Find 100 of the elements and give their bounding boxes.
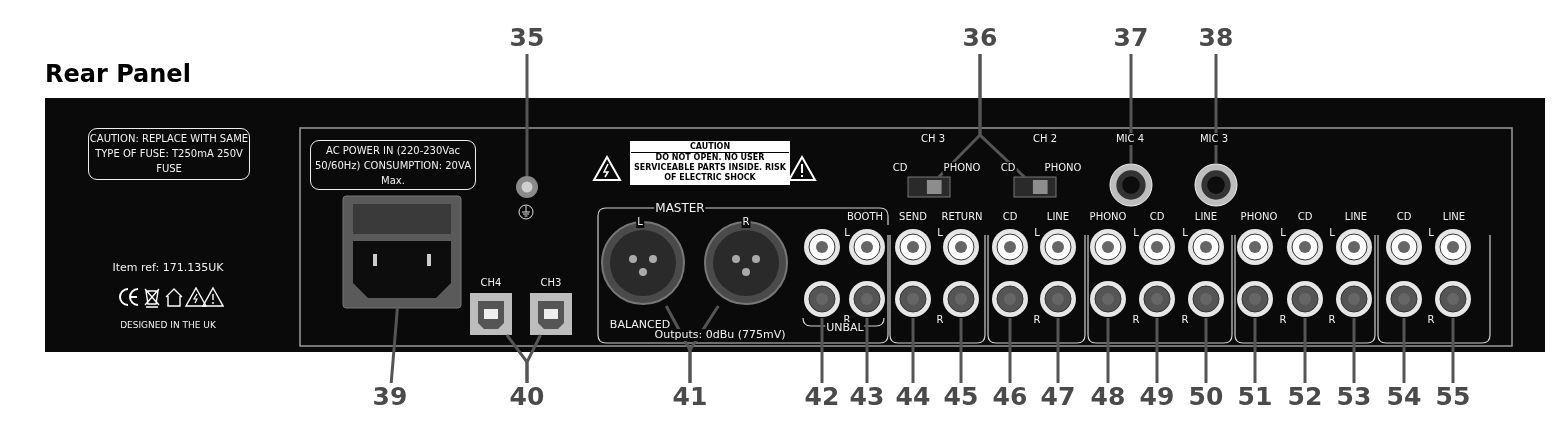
panel-label: CH3 [539, 277, 563, 289]
leader-line [911, 318, 915, 383]
panel-label: Outputs: 0dBu (775mV) [653, 329, 787, 341]
callout-number: 53 [1332, 383, 1376, 413]
callout-number: 43 [845, 383, 889, 413]
callout-number: 51 [1233, 383, 1277, 413]
panel-label: R [1426, 314, 1436, 326]
leader-line [1106, 318, 1110, 383]
callout-number: 49 [1135, 383, 1179, 413]
callout-number: 52 [1283, 383, 1327, 413]
leader-line [1214, 54, 1218, 163]
panel-label: R [1327, 314, 1337, 326]
rca-jack-pair [1039, 228, 1077, 318]
panel-title: Rear Panel [45, 60, 191, 88]
leader-line [389, 307, 399, 384]
leader-line [820, 318, 824, 383]
rca-jack-pair [1385, 228, 1423, 318]
panel-label: L [1427, 227, 1435, 239]
panel-label: CH4 [479, 277, 503, 289]
panel-label: PHONO [1239, 211, 1279, 223]
leader-line [525, 54, 529, 176]
panel-label: L [936, 227, 944, 239]
callout-number: 35 [505, 24, 549, 54]
panel-label: R [935, 314, 945, 326]
rca-jack-pair [991, 228, 1029, 318]
slide-switch [908, 177, 950, 197]
callout-number: 39 [368, 383, 412, 413]
rca-jack-pair [894, 228, 932, 318]
leader-line [1402, 318, 1406, 383]
power-inlet [343, 196, 461, 308]
panel-label: L [1181, 227, 1189, 239]
callout-number: 40 [505, 383, 549, 413]
leader-line [525, 334, 542, 383]
panel-label: LINE [1045, 211, 1071, 223]
callout-number: 41 [668, 383, 712, 413]
leader-line [1056, 318, 1060, 383]
panel-label: BOOTH [845, 211, 885, 223]
leader-line [959, 318, 963, 383]
caution-text: DO NOT OPEN. NO USER SERVICEABLE PARTS INSIDE. RISK OF ELECTRIC SHOCK [632, 153, 788, 183]
caution-heading: CAUTION [631, 142, 789, 153]
leader-line [1352, 318, 1356, 383]
leader-line [865, 318, 869, 383]
panel-label: CD [1001, 211, 1019, 223]
panel-label: CD [1148, 211, 1166, 223]
panel-label: CD [891, 162, 909, 174]
rca-jack-pair [942, 228, 980, 318]
panel-label: R [1180, 314, 1190, 326]
callout-number: 55 [1431, 383, 1475, 413]
rca-jack-pair [1187, 228, 1225, 318]
callout-number: 38 [1194, 24, 1238, 54]
callout-number: 44 [891, 383, 935, 413]
leader-line [1253, 318, 1257, 383]
panel-label: CD [1395, 211, 1413, 223]
leader-line [1008, 318, 1012, 383]
panel-label: PHONO [942, 162, 982, 174]
usb-port [470, 293, 512, 335]
fuse-warning-label: CAUTION: REPLACE WITH SAME TYPE OF FUSE: T250mA 250V FUSE [88, 128, 250, 180]
leader-line [1303, 318, 1307, 383]
callout-number: 37 [1109, 24, 1153, 54]
leader-line [978, 54, 1026, 179]
callout-number: 46 [988, 383, 1032, 413]
panel-label: LINE [1193, 211, 1219, 223]
panel-label: L [1279, 227, 1287, 239]
panel-label: SEND [898, 211, 928, 223]
leader-line [1451, 318, 1455, 383]
usb-port [530, 293, 572, 335]
callout-number: 36 [958, 24, 1002, 54]
slide-switch [1014, 177, 1056, 197]
panel-label: L [843, 227, 851, 239]
panel-label: L [1132, 227, 1140, 239]
jack-socket [1109, 163, 1153, 207]
panel-label: PHONO [1043, 162, 1083, 174]
panel-label: CH 3 [920, 133, 946, 145]
panel-label: MASTER [654, 202, 706, 214]
callout-number: 48 [1086, 383, 1130, 413]
panel-label: DESIGNED IN THE UK [119, 319, 217, 331]
panel-label: BALANCED [608, 319, 672, 331]
callout-number: 47 [1036, 383, 1080, 413]
rca-jack-pair [1138, 228, 1176, 318]
rca-jack-pair [1236, 228, 1274, 318]
panel-label: MIC 4 [1114, 133, 1146, 145]
panel-label: R [1032, 314, 1042, 326]
panel-label: R [1278, 314, 1288, 326]
panel-label: L [1328, 227, 1336, 239]
panel-label: PHONO [1088, 211, 1128, 223]
jack-socket [1194, 163, 1238, 207]
leader-line [1129, 54, 1133, 163]
ground-terminal [516, 176, 538, 198]
rca-jack-pair [848, 228, 886, 318]
panel-label: L [1033, 227, 1041, 239]
callout-number: 45 [939, 383, 983, 413]
callout-number: 50 [1184, 383, 1228, 413]
callout-number: 54 [1382, 383, 1426, 413]
rca-jack-pair [803, 228, 841, 318]
rca-jack-pair [1434, 228, 1472, 318]
leader-line [688, 305, 720, 383]
leader-line [1204, 318, 1208, 383]
panel-label: R [741, 216, 751, 228]
rca-jack-pair [1286, 228, 1324, 318]
power-rating-label: AC POWER IN (220-230Vac 50/60Hz) CONSUMPTION: 20VA Max. [310, 140, 476, 190]
